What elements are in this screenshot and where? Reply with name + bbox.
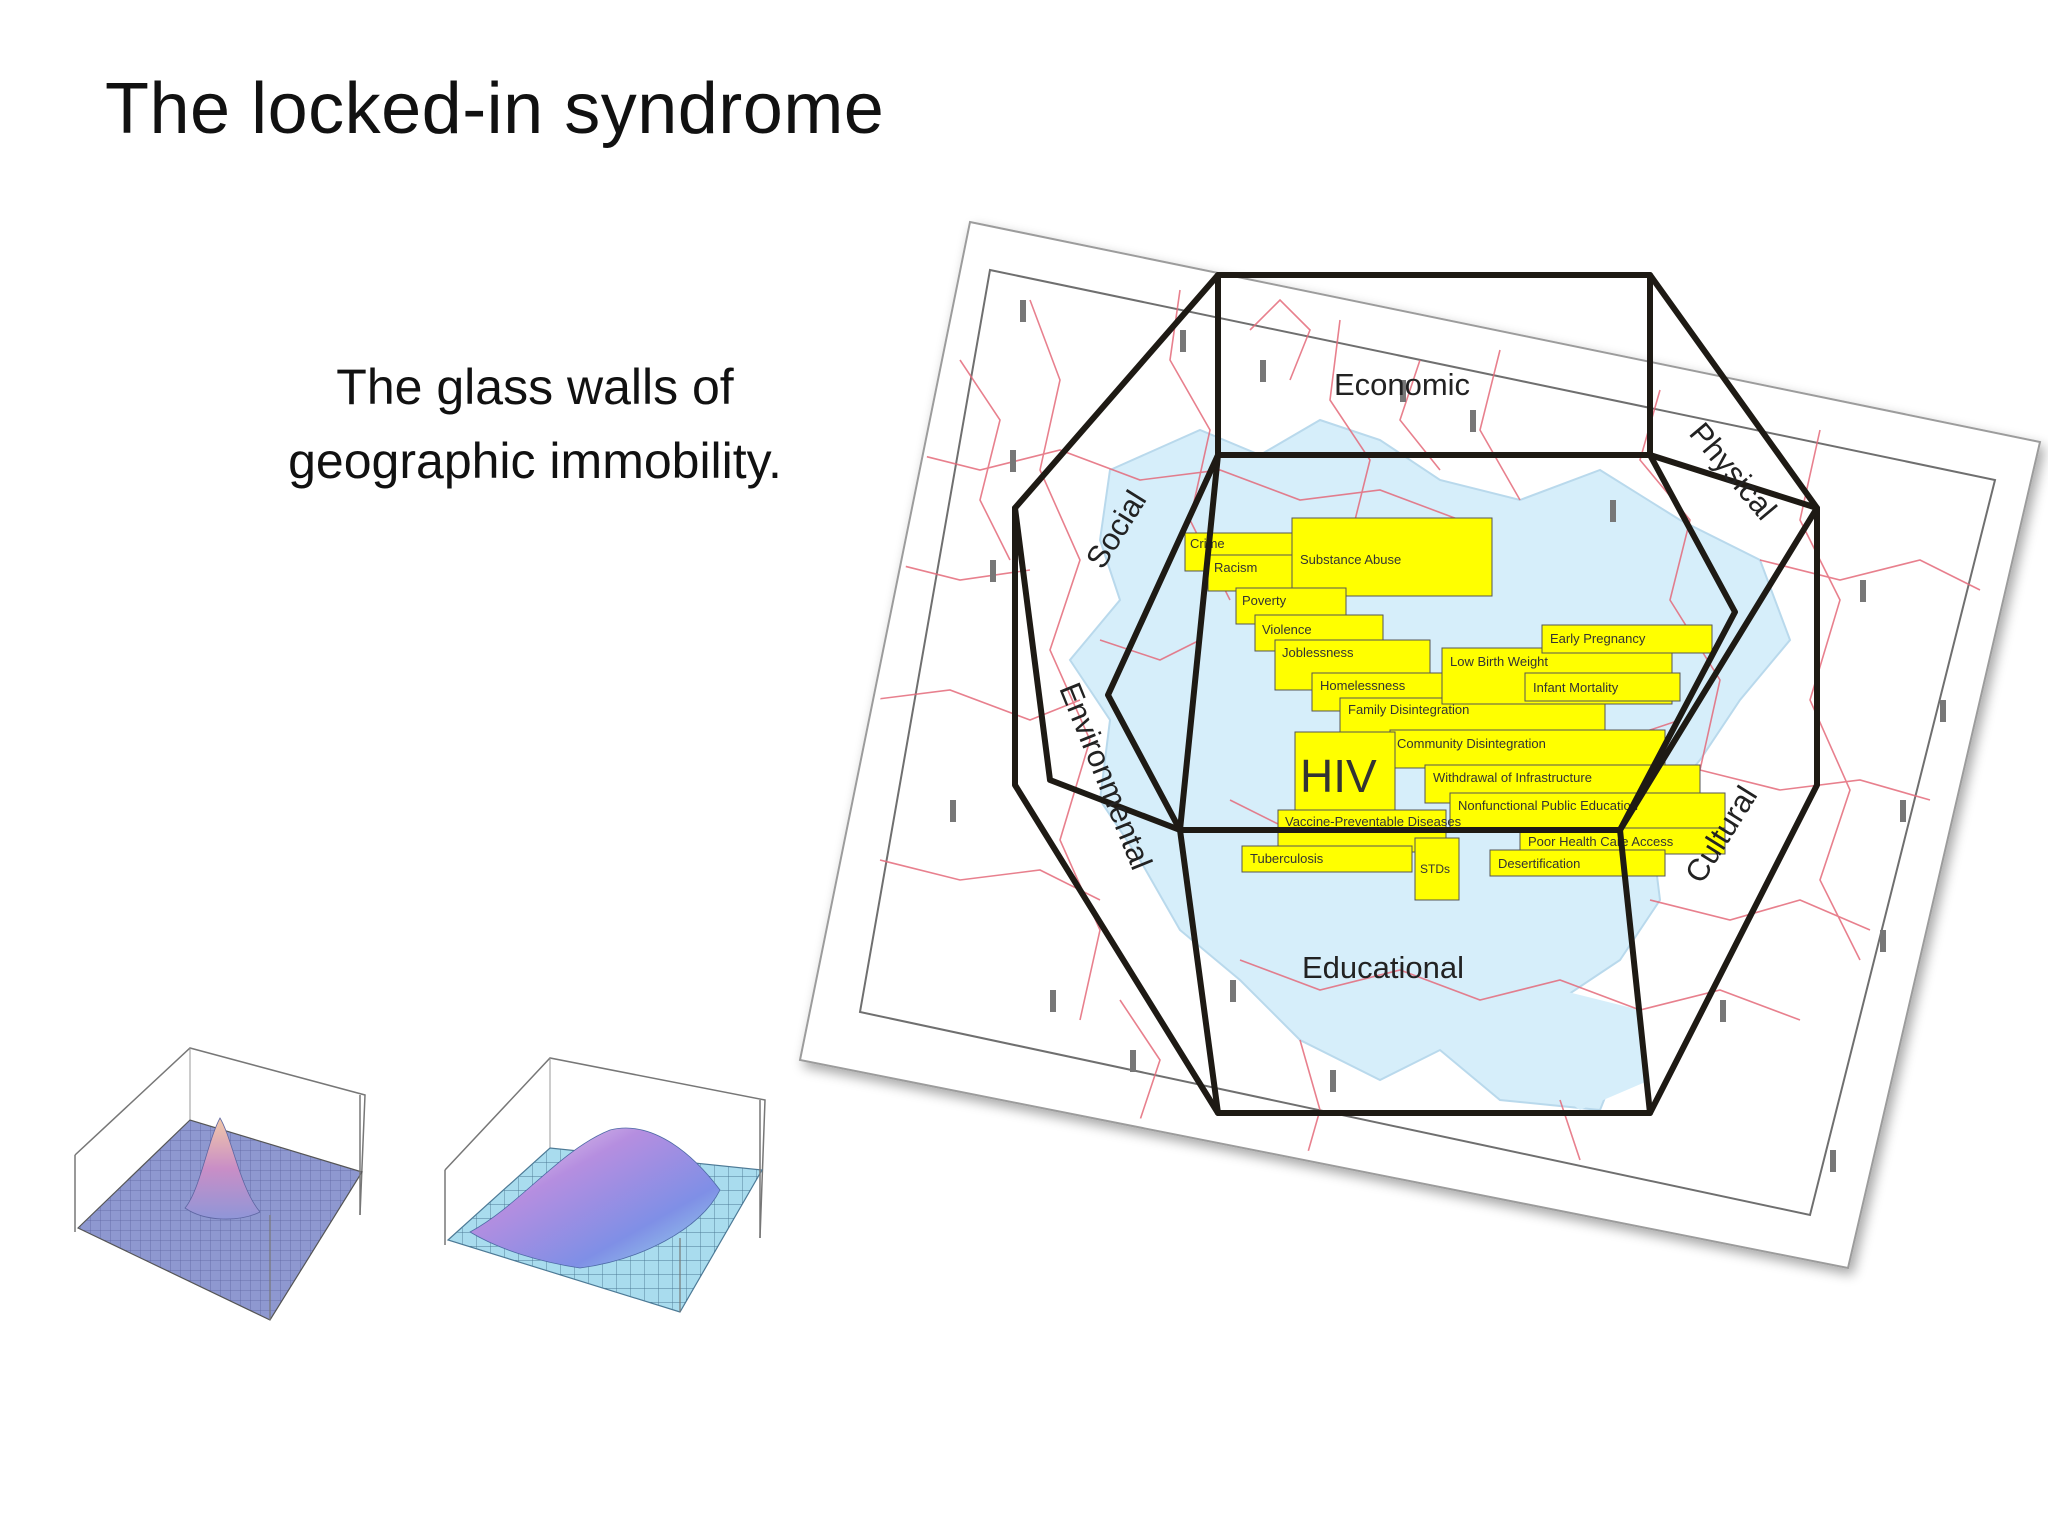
factor-nonfunctional-public-education: Nonfunctional Public Education bbox=[1458, 798, 1638, 813]
factor-infant-mortality: Infant Mortality bbox=[1533, 680, 1619, 695]
map-urban-lobe bbox=[1480, 990, 1650, 1110]
subtitle-line-1: The glass walls of bbox=[336, 359, 734, 415]
factor-poverty: Poverty bbox=[1242, 593, 1287, 608]
factor-substance-abuse: Substance Abuse bbox=[1300, 552, 1401, 567]
factor-stds: STDs bbox=[1420, 862, 1450, 876]
wall-label-educational: Educational bbox=[1302, 950, 1464, 985]
plot2-peak bbox=[469, 1127, 721, 1269]
plot1-surface-base bbox=[76, 1119, 363, 1321]
factor-hiv: HIV bbox=[1300, 750, 1377, 802]
cage-inner-right bbox=[1617, 452, 1820, 833]
factor-poor-health-care-access: Poor Health Care Access bbox=[1528, 834, 1674, 849]
factor-community-disintegration: Community Disintegration bbox=[1397, 736, 1546, 751]
surface-plot-broad-peak bbox=[444, 1057, 766, 1313]
surface-plot-narrow-peak bbox=[74, 1047, 366, 1321]
cage-inner-hexagon bbox=[1105, 452, 1738, 833]
factor-homelessness: Homelessness bbox=[1320, 678, 1406, 693]
slide-subtitle: The glass walls of geographic immobility… bbox=[230, 350, 840, 498]
wall-label-economic: Economic bbox=[1334, 367, 1470, 402]
factor-withdrawal-of-infrastructure: Withdrawal of Infrastructure bbox=[1433, 770, 1592, 785]
factor-racism: Racism bbox=[1214, 560, 1257, 575]
glass-wall-cage bbox=[1012, 272, 1820, 1116]
plot2-box-back bbox=[444, 1057, 766, 1239]
factor-joblessness: Joblessness bbox=[1282, 645, 1354, 660]
subtitle-line-2: geographic immobility. bbox=[288, 433, 782, 489]
slide-title: The locked-in syndrome bbox=[105, 69, 885, 149]
factor-family-disintegration: Family Disintegration bbox=[1348, 702, 1469, 717]
factor-tuberculosis: Tuberculosis bbox=[1250, 851, 1324, 866]
factor-desertification: Desertification bbox=[1498, 856, 1580, 871]
factor-early-pregnancy: Early Pregnancy bbox=[1550, 631, 1646, 646]
factor-violence: Violence bbox=[1262, 622, 1312, 637]
factor-vaccine-preventable-diseases: Vaccine-Preventable Diseases bbox=[1285, 814, 1462, 829]
factor-low-birth-weight: Low Birth Weight bbox=[1450, 654, 1548, 669]
cage-inner-upper bbox=[1012, 452, 1221, 833]
cage-inner-left-bottom bbox=[1177, 827, 1221, 1116]
plot1-box-back bbox=[74, 1047, 366, 1216]
plot1-peak bbox=[184, 1117, 261, 1220]
